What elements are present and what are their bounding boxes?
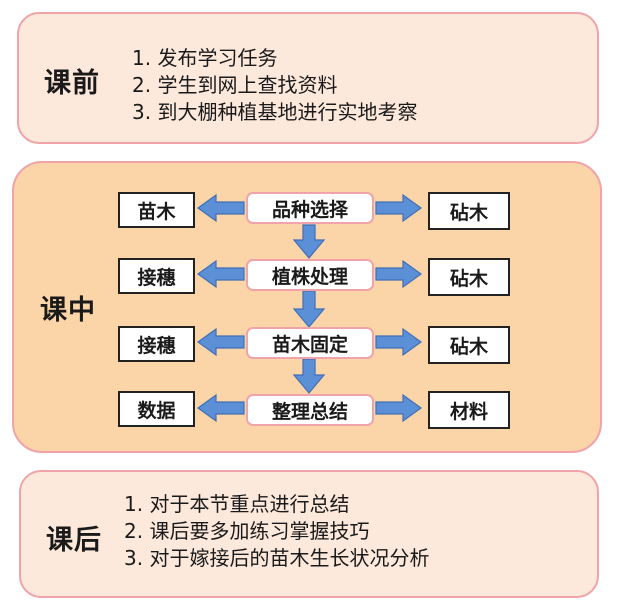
left-box: 苗木	[118, 192, 195, 228]
right-arrow-icon	[375, 259, 423, 289]
process-step: 苗木固定	[246, 327, 374, 359]
during-class-title: 课中	[40, 295, 96, 326]
process-step: 植株处理	[246, 259, 374, 291]
after-class-item: 1. 对于本节重点进行总结	[124, 492, 350, 516]
before-class-list: 1. 发布学习任务 2. 学生到网上查找资料 3. 到大棚种植基地进行实地考察	[132, 45, 417, 126]
before-class-panel	[17, 12, 599, 144]
process-step: 整理总结	[246, 394, 374, 426]
before-class-item: 3. 到大棚种植基地进行实地考察	[132, 100, 418, 124]
left-arrow-icon	[196, 259, 245, 289]
left-box: 接穗	[118, 326, 195, 362]
right-box: 材料	[428, 391, 510, 429]
before-class-title: 课前	[44, 68, 100, 99]
right-box: 砧木	[428, 326, 510, 364]
after-class-item: 3. 对于嫁接后的苗木生长状况分析	[124, 546, 430, 570]
right-arrow-icon	[375, 193, 423, 223]
after-class-list: 1. 对于本节重点进行总结 2. 课后要多加练习掌握技巧 3. 对于嫁接后的苗木…	[124, 491, 429, 572]
process-step: 品种选择	[246, 192, 374, 224]
down-arrow-icon	[292, 290, 326, 328]
before-class-item: 1. 发布学习任务	[132, 46, 278, 70]
left-box: 接穗	[118, 258, 195, 294]
down-arrow-icon	[292, 224, 326, 259]
down-arrow-icon	[292, 358, 326, 394]
right-arrow-icon	[375, 327, 423, 357]
left-box: 数据	[118, 391, 195, 427]
left-arrow-icon	[196, 393, 245, 423]
right-box: 砧木	[428, 192, 510, 230]
after-class-panel	[19, 470, 599, 598]
right-arrow-icon	[375, 393, 423, 423]
after-class-title: 课后	[46, 525, 102, 556]
after-class-item: 2. 课后要多加练习掌握技巧	[124, 519, 370, 543]
left-arrow-icon	[196, 327, 245, 357]
left-arrow-icon	[196, 193, 245, 223]
right-box: 砧木	[428, 258, 510, 296]
before-class-item: 2. 学生到网上查找资料	[132, 73, 338, 97]
